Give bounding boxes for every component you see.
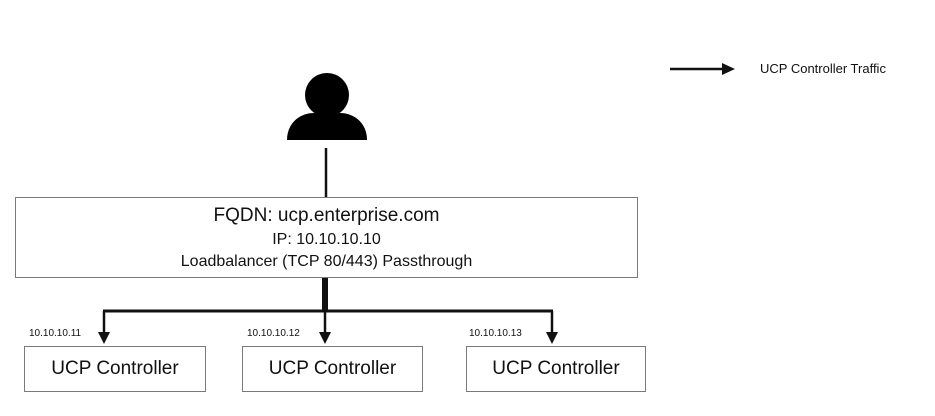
- controller-box-2: UCP Controller: [242, 346, 423, 392]
- controller-ip-1: 10.10.10.11: [29, 328, 82, 339]
- controller-arrow-3: [546, 311, 558, 344]
- controller-arrow-1: [98, 311, 110, 344]
- controller-box-1: UCP Controller: [24, 346, 206, 392]
- lb-mode: Loadbalancer (TCP 80/443) Passthrough: [180, 253, 473, 270]
- controller-box-3: UCP Controller: [466, 346, 646, 392]
- legend-label: UCP Controller Traffic: [760, 61, 886, 76]
- controller-ip-2: 10.10.10.12: [247, 328, 300, 339]
- arrow-right-icon: [670, 63, 735, 75]
- controller-label-1: UCP Controller: [51, 358, 179, 379]
- controller-ip-3: 10.10.10.13: [469, 328, 522, 339]
- controller-label-3: UCP Controller: [492, 358, 620, 379]
- lb-ip: IP: 10.10.10.10: [272, 231, 381, 248]
- controller-arrow-2: [319, 311, 331, 344]
- lb-fqdn: FQDN: ucp.enterprise.com: [213, 205, 440, 226]
- loadbalancer-box: FQDN: ucp.enterprise.com IP: 10.10.10.10…: [15, 197, 638, 278]
- user-icon: [287, 73, 367, 140]
- controller-label-2: UCP Controller: [268, 358, 397, 379]
